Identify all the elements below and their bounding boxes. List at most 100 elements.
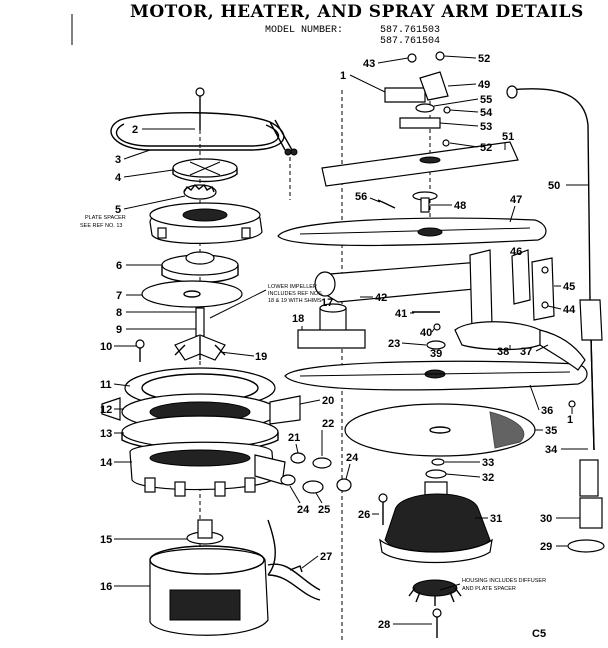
callout-19: 19 [255, 351, 267, 363]
spray-arm-nut [377, 191, 438, 213]
callout-40: 40 [420, 327, 432, 339]
callout-7: 7 [116, 290, 122, 302]
callout-51: 51 [502, 131, 514, 143]
callout-16: 16 [100, 581, 112, 593]
model-number-2: 587.761504 [380, 36, 441, 47]
washers [425, 458, 447, 479]
callout-43: 43 [363, 58, 375, 70]
gear [183, 183, 217, 200]
page-code: C5 [532, 628, 546, 640]
filter-cup [297, 303, 366, 349]
svg-text:HOUSING INCLUDES DIFFUSER: HOUSING INCLUDES DIFFUSER [462, 578, 546, 584]
callout-48: 48 [454, 200, 466, 212]
diagram-title: MOTOR, HEATER, AND SPRAY ARM DETAILS [130, 2, 584, 22]
lower-impeller-note: LOWER IMPELLER INCLUDES REF NOS. 18 & 19… [209, 284, 324, 319]
callout-17: 17 [321, 297, 333, 309]
housing-note: HOUSING INCLUDES DIFFUSER AND PLATE SPAC… [439, 578, 546, 592]
heater-element [110, 87, 298, 156]
callout-29: 29 [540, 541, 552, 553]
callout-24b: 24 [346, 452, 359, 464]
small-fittings [280, 452, 352, 494]
hub-parts [412, 311, 446, 350]
spacer-gear [408, 579, 462, 606]
svg-text:AND PLATE SPACER: AND PLATE SPACER [462, 586, 516, 592]
seal-cup [161, 251, 239, 284]
motor [149, 519, 321, 636]
callout-4: 4 [115, 172, 122, 184]
callout-44: 44 [563, 304, 576, 316]
callout-11: 11 [100, 379, 112, 391]
callout-6: 6 [116, 260, 122, 272]
callout-21: 21 [288, 432, 300, 444]
callout-14: 14 [100, 457, 113, 469]
wire-clip [289, 565, 303, 573]
callout-53: 53 [480, 121, 492, 133]
callout-50: 50 [548, 180, 560, 192]
svg-text:PLATE SPACER: PLATE SPACER [85, 215, 126, 221]
callout-49: 49 [478, 79, 490, 91]
callout-1: 1 [340, 70, 346, 82]
fill-tube [454, 85, 605, 553]
callout-37: 37 [520, 346, 532, 358]
guide-lines [71, 14, 431, 640]
callouts: 2 3 4 5 6 7 8 9 10 19 11 12 13 14 20 22 … [100, 53, 588, 631]
callout-55: 55 [480, 94, 492, 106]
callout-46: 46 [510, 246, 522, 258]
filter-plate [344, 403, 536, 457]
callout-56: 56 [355, 191, 367, 203]
callout-25: 25 [318, 504, 330, 516]
callout-2: 2 [132, 124, 138, 136]
manifold [314, 249, 555, 331]
callout-34: 34 [545, 444, 558, 456]
callout-27: 27 [320, 551, 332, 563]
callout-13: 13 [100, 428, 112, 440]
callout-32: 32 [482, 472, 494, 484]
callout-38: 38 [497, 346, 509, 358]
pump-assembly [101, 367, 301, 452]
upper-bracket [321, 141, 519, 187]
upper-spray-arm [277, 217, 547, 247]
callout-10: 10 [100, 341, 112, 353]
svg-text:LOWER IMPELLER: LOWER IMPELLER [268, 284, 317, 290]
callout-3: 3 [115, 154, 121, 166]
callout-23: 23 [388, 338, 400, 350]
callout-30: 30 [540, 513, 552, 525]
callout-31: 31 [490, 513, 502, 525]
plate-spacer [149, 202, 263, 244]
gasket [141, 280, 243, 308]
callout-9: 9 [116, 324, 122, 336]
callout-52a: 52 [478, 53, 490, 65]
callout-20: 20 [322, 395, 334, 407]
svg-text:SEE REF NO. 13: SEE REF NO. 13 [80, 223, 123, 229]
callout-15: 15 [100, 534, 112, 546]
callout-1b: 1 [567, 414, 573, 426]
callout-18: 18 [292, 313, 304, 325]
lower-impeller [174, 307, 226, 361]
svg-text:18 & 19 WITH SHIMS: 18 & 19 WITH SHIMS [268, 298, 322, 304]
callout-24a: 24 [297, 504, 310, 516]
screw-28 [432, 608, 442, 638]
callout-41: 41 [395, 308, 407, 320]
pump-housing [129, 441, 286, 497]
callout-42: 42 [375, 292, 387, 304]
model-number-label: MODEL NUMBER: [265, 25, 344, 36]
svg-text:INCLUDES REF NOS.: INCLUDES REF NOS. [268, 291, 324, 297]
lower-spray-arm [284, 360, 588, 391]
callout-28: 28 [378, 619, 390, 631]
callout-22: 22 [322, 418, 334, 430]
callout-36: 36 [541, 405, 553, 417]
model-number-1: 587.761503 [380, 25, 441, 36]
screw-10 [135, 339, 145, 362]
callout-8: 8 [116, 307, 122, 319]
callout-54: 54 [480, 107, 493, 119]
callout-52b: 52 [480, 142, 492, 154]
diffuser-housing [379, 481, 493, 564]
spray-nut [172, 158, 238, 183]
callout-33: 33 [482, 457, 494, 469]
screw-26 [378, 493, 388, 525]
top-mount [384, 51, 451, 147]
callout-35: 35 [545, 425, 557, 437]
callout-47: 47 [510, 194, 522, 206]
callout-26: 26 [358, 509, 370, 521]
